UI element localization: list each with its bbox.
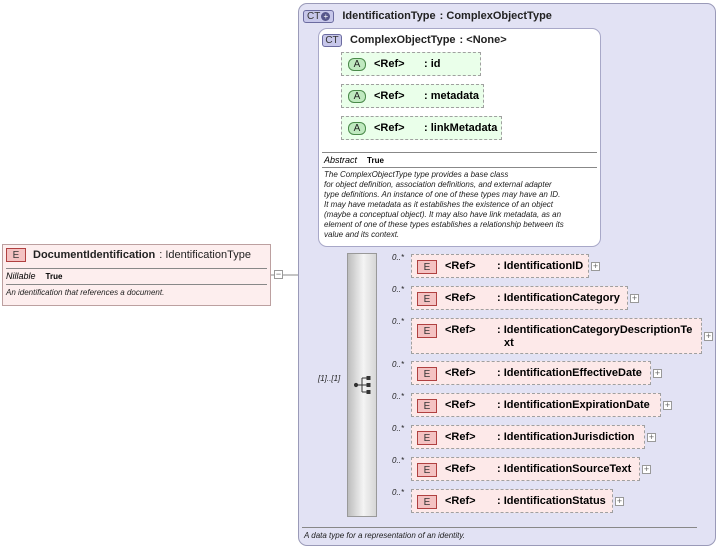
element-name: : IdentificationCategory bbox=[497, 292, 620, 304]
attribute-name: : linkMetadata bbox=[424, 122, 498, 134]
divider bbox=[322, 152, 597, 153]
outer-type-documentation: A data type for a representation of an i… bbox=[304, 531, 465, 540]
element-ref: <Ref> bbox=[445, 367, 476, 379]
complex-type-icon: CT bbox=[322, 33, 342, 47]
outer-type-base: : ComplexObjectType bbox=[439, 10, 552, 22]
attribute-name: : metadata bbox=[424, 90, 480, 102]
element-name: : IdentificationID bbox=[497, 260, 584, 272]
attribute-ref: <Ref> bbox=[374, 122, 405, 134]
element-occurrence: 0..* bbox=[392, 392, 405, 401]
element-name: : IdentificationSourceText bbox=[497, 463, 632, 475]
element-icon: E bbox=[417, 431, 437, 445]
identification-type-header: CT+ IdentificationType : ComplexObjectTy… bbox=[303, 8, 552, 24]
element-icon: E bbox=[417, 495, 437, 509]
divider bbox=[322, 167, 597, 168]
attribute-id[interactable]: A <Ref> : id bbox=[341, 52, 481, 76]
element-ref: <Ref> bbox=[445, 431, 476, 443]
root-element-documentation: An identification that references a docu… bbox=[6, 288, 165, 297]
element-ref: <Ref> bbox=[445, 399, 476, 411]
root-element-name: DocumentIdentification bbox=[33, 249, 156, 261]
element-icon: E bbox=[417, 367, 437, 381]
base-type-documentation: The ComplexObjectType type provides a ba… bbox=[324, 170, 564, 239]
root-element-box[interactable] bbox=[2, 244, 271, 306]
sequence-element[interactable]: E <Ref> : IdentificationCategory bbox=[411, 286, 628, 310]
nillable-value: True bbox=[45, 272, 63, 281]
divider bbox=[302, 527, 697, 528]
divider bbox=[6, 268, 267, 269]
plus-box-icon[interactable]: + bbox=[642, 464, 651, 474]
element-occurrence: 0..* bbox=[392, 317, 405, 326]
complex-type-icon: CT+ bbox=[303, 9, 335, 23]
sequence-occurrence: [1]..[1] bbox=[318, 374, 341, 383]
attribute-icon: A bbox=[348, 89, 366, 103]
sequence-element[interactable]: E <Ref> : IdentificationJurisdiction bbox=[411, 425, 645, 449]
element-occurrence: 0..* bbox=[392, 253, 405, 262]
nillable-label: Nillable bbox=[6, 271, 36, 281]
abstract-row: Abstract True bbox=[324, 155, 384, 165]
sequence-element[interactable]: E <Ref> : IdentificationSourceText bbox=[411, 457, 640, 481]
plus-box-icon[interactable]: + bbox=[647, 432, 656, 442]
attribute-icon: A bbox=[348, 57, 366, 71]
element-icon: E bbox=[417, 260, 437, 274]
sequence-element[interactable]: E <Ref> : IdentificationID bbox=[411, 254, 589, 278]
element-name: : IdentificationJurisdiction bbox=[497, 431, 635, 443]
element-occurrence: 0..* bbox=[392, 456, 405, 465]
attribute-metadata[interactable]: A <Ref> : metadata bbox=[341, 84, 484, 108]
plus-box-icon[interactable]: + bbox=[653, 368, 662, 378]
root-element-header: E DocumentIdentification : Identificatio… bbox=[6, 248, 251, 262]
plus-circle-icon: + bbox=[321, 11, 331, 21]
plus-box-icon[interactable]: + bbox=[704, 331, 713, 341]
attribute-icon: A bbox=[348, 121, 366, 135]
plus-box-icon[interactable]: + bbox=[663, 400, 672, 410]
element-icon: E bbox=[417, 463, 437, 477]
element-occurrence: 0..* bbox=[392, 285, 405, 294]
element-name: : IdentificationEffectiveDate bbox=[497, 367, 642, 379]
attribute-link-metadata[interactable]: A <Ref> : linkMetadata bbox=[341, 116, 502, 140]
abstract-value: True bbox=[367, 156, 384, 165]
sequence-element[interactable]: E <Ref> : IdentificationEffectiveDate bbox=[411, 361, 651, 385]
base-type-base: : <None> bbox=[459, 34, 507, 46]
attribute-ref: <Ref> bbox=[374, 58, 405, 70]
divider bbox=[6, 284, 267, 285]
element-icon: E bbox=[6, 248, 26, 262]
abstract-label: Abstract bbox=[324, 155, 358, 165]
element-name: : IdentificationExpirationDate bbox=[497, 399, 650, 411]
element-name: : IdentificationStatus bbox=[497, 495, 606, 507]
element-ref: <Ref> bbox=[445, 260, 476, 272]
sequence-compositor-icon bbox=[354, 376, 371, 394]
nillable-row: Nillable True bbox=[6, 271, 62, 281]
base-type-name: ComplexObjectType bbox=[350, 34, 456, 46]
complex-object-type-header: CT ComplexObjectType : <None> bbox=[322, 33, 507, 47]
plus-box-icon[interactable]: + bbox=[630, 293, 639, 303]
sequence-element[interactable]: E <Ref> : IdentificationCategoryDescriptio… bbox=[411, 318, 702, 354]
sequence-element[interactable]: E <Ref> : IdentificationExpirationDate bbox=[411, 393, 661, 417]
element-occurrence: 0..* bbox=[392, 424, 405, 433]
element-ref: <Ref> bbox=[445, 495, 476, 507]
element-occurrence: 0..* bbox=[392, 360, 405, 369]
element-icon: E bbox=[417, 292, 437, 306]
element-ref: <Ref> bbox=[445, 324, 476, 336]
root-element-type: : IdentificationType bbox=[159, 249, 251, 261]
plus-box-icon[interactable]: + bbox=[591, 261, 600, 271]
element-occurrence: 0..* bbox=[392, 488, 405, 497]
element-ref: <Ref> bbox=[445, 463, 476, 475]
outer-type-name: IdentificationType bbox=[342, 10, 436, 22]
attribute-name: : id bbox=[424, 58, 441, 70]
sequence-element[interactable]: E <Ref> : IdentificationStatus bbox=[411, 489, 613, 513]
plus-box-icon[interactable]: + bbox=[615, 496, 624, 506]
element-ref: <Ref> bbox=[445, 292, 476, 304]
attribute-ref: <Ref> bbox=[374, 90, 405, 102]
element-icon: E bbox=[417, 324, 437, 338]
element-icon: E bbox=[417, 399, 437, 413]
minus-box-icon[interactable]: − bbox=[274, 269, 283, 279]
